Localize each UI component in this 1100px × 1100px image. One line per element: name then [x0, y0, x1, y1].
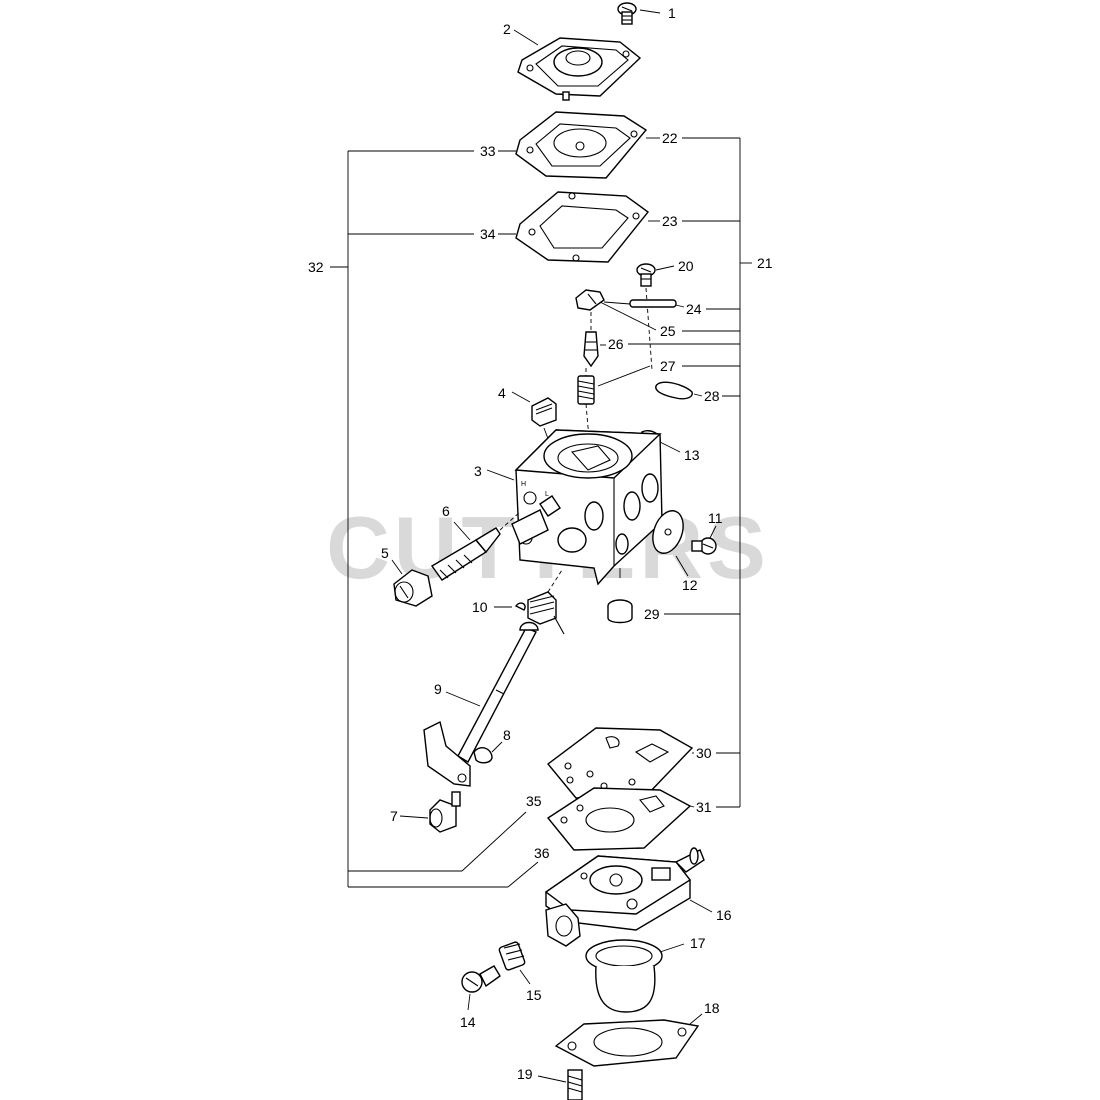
part-18-flange-gasket — [554, 1013, 703, 1067]
callout-35: 35 — [526, 793, 542, 809]
part-30-gasket — [546, 727, 694, 799]
callout-1: 1 — [668, 5, 676, 21]
callout-5: 5 — [381, 545, 389, 561]
part-17-primer-bulb — [585, 939, 685, 1013]
part-15-spring — [498, 941, 531, 985]
part-16-pump-body — [544, 847, 713, 947]
callout-4: 4 — [498, 385, 506, 401]
callout-23: 23 — [662, 213, 678, 229]
part-26-inlet-needle — [583, 312, 606, 368]
part-25-metering-lever — [575, 289, 657, 331]
callout-3: 3 — [474, 463, 482, 479]
callout-34: 34 — [480, 226, 496, 242]
callout-labels: 1 2 3 4 5 6 7 8 9 10 11 12 13 14 15 16 1… — [308, 5, 773, 1082]
callout-31: 31 — [696, 799, 712, 815]
part-22-diaphragm — [498, 111, 660, 179]
callout-16: 16 — [716, 907, 732, 923]
callout-22: 22 — [662, 130, 678, 146]
callout-29: 29 — [644, 606, 660, 622]
part-10-spring — [494, 569, 565, 635]
part-5-limiter-cap — [391, 559, 433, 607]
callout-8: 8 — [503, 727, 511, 743]
callout-36: 36 — [534, 845, 550, 861]
part-20-screw — [636, 263, 675, 371]
part-31-diaphragm — [546, 787, 695, 851]
part-8-e-clip — [473, 741, 503, 764]
callout-7: 7 — [390, 808, 398, 824]
svg-text:H: H — [521, 481, 526, 488]
part-23-gasket — [498, 191, 660, 263]
callout-11: 11 — [708, 510, 723, 526]
callout-19: 19 — [517, 1066, 533, 1082]
callout-26: 26 — [608, 336, 624, 352]
callout-27: 27 — [660, 358, 676, 374]
callout-6: 6 — [442, 503, 450, 519]
callout-25: 25 — [660, 323, 676, 339]
callout-2: 2 — [503, 21, 511, 37]
bracket-kit-21 — [628, 137, 752, 808]
callout-14: 14 — [460, 1014, 476, 1030]
callout-10: 10 — [472, 599, 488, 615]
callout-12: 12 — [682, 577, 698, 593]
callout-9: 9 — [434, 681, 442, 697]
callout-15: 15 — [526, 987, 542, 1003]
callout-20: 20 — [678, 258, 694, 274]
part-1-screw — [617, 2, 661, 25]
part-12-disc — [652, 510, 689, 577]
callout-30: 30 — [696, 745, 712, 761]
part-24-pin — [629, 299, 685, 308]
part-6-adjusting-screw — [430, 511, 521, 581]
callout-13: 13 — [684, 447, 700, 463]
part-19-bolt — [537, 1069, 583, 1100]
bracket-kit-32 — [330, 150, 539, 888]
part-29-plug — [607, 599, 633, 624]
svg-text:L: L — [545, 491, 549, 498]
callout-32: 32 — [308, 259, 324, 275]
part-2-pump-cover — [513, 29, 642, 101]
part-7-idle-screw — [399, 791, 461, 833]
part-28-clip — [655, 381, 703, 400]
callout-24: 24 — [686, 301, 702, 317]
part-3-carburetor-body: H L — [486, 429, 663, 586]
callout-18: 18 — [704, 1000, 720, 1016]
part-9-throttle-shaft — [423, 621, 539, 787]
callout-33: 33 — [480, 143, 496, 159]
part-11-screw — [691, 525, 717, 555]
callout-17: 17 — [690, 935, 706, 951]
callout-28: 28 — [704, 388, 720, 404]
part-14-screw — [461, 965, 501, 1011]
callout-21: 21 — [757, 255, 773, 271]
